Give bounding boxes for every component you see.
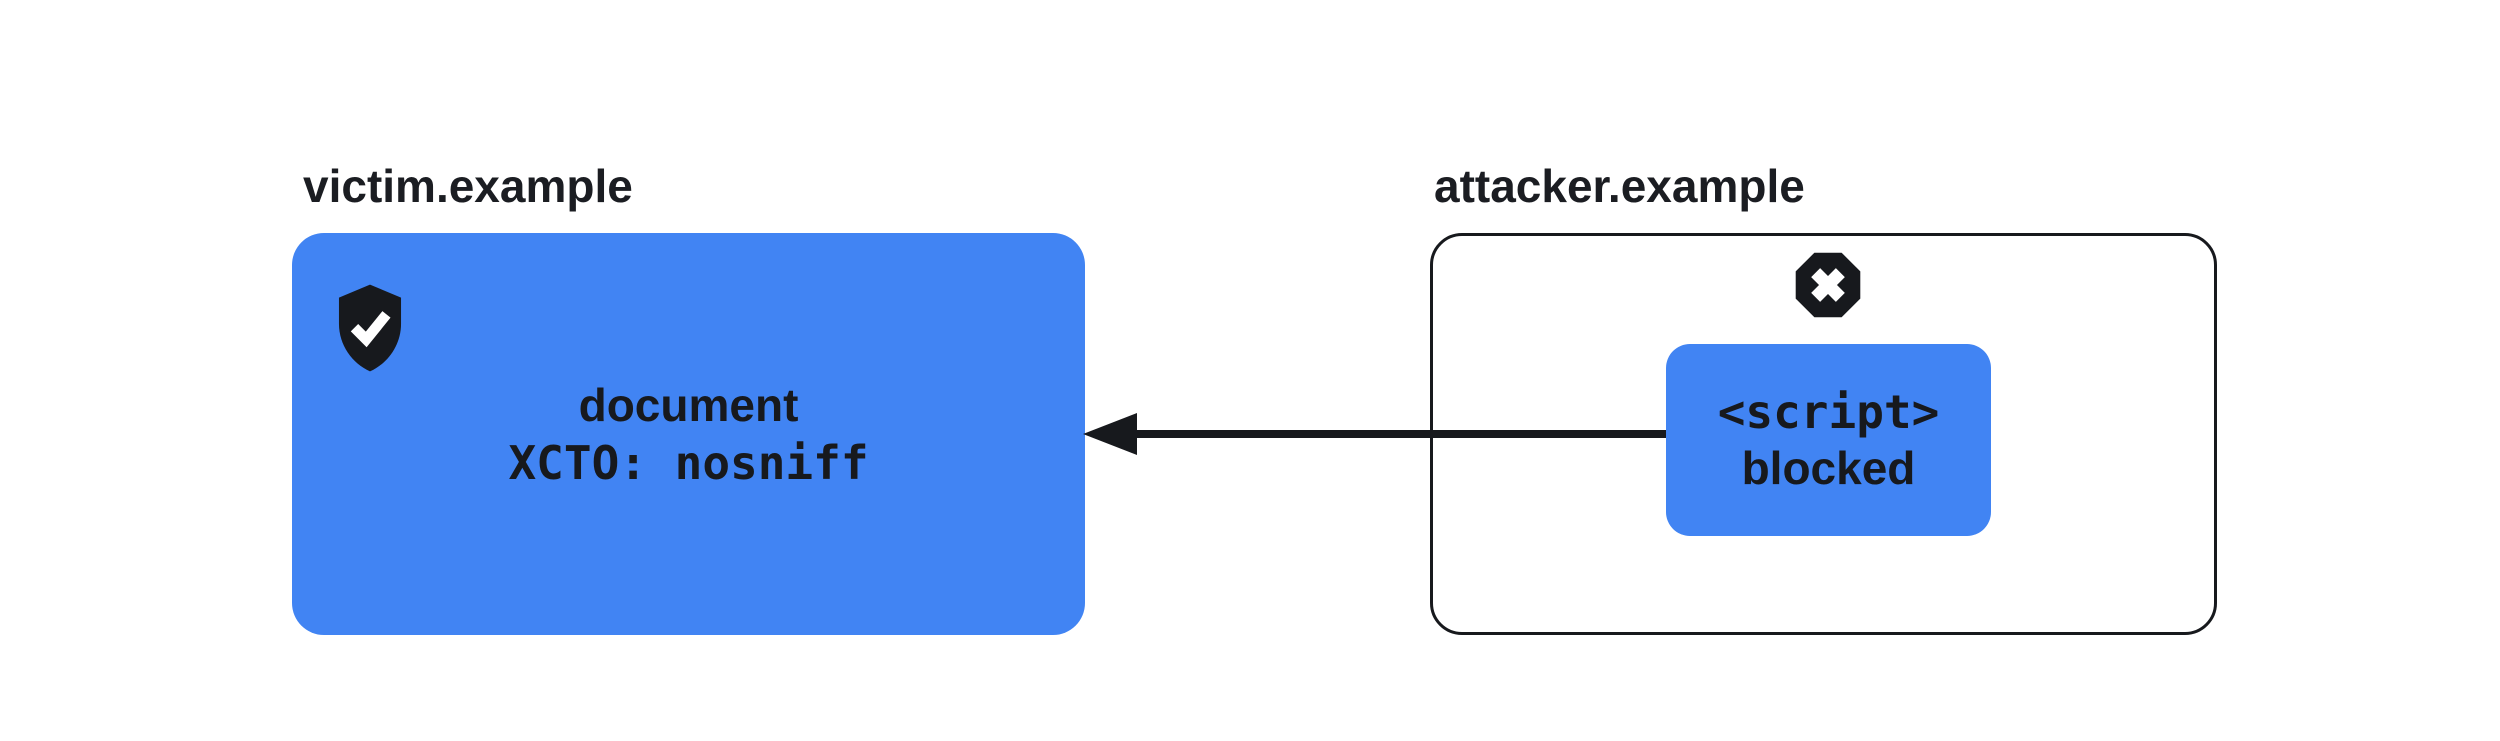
victim-box-line-document: document: [578, 379, 799, 431]
script-box-line-blocked: blocked: [1741, 442, 1916, 494]
victim-document-box: document XCTO: nosniff: [292, 233, 1085, 635]
blocked-script-box: <script> blocked: [1666, 344, 1991, 536]
victim-box-line-xcto-nosniff: XCTO: nosniff: [508, 436, 869, 490]
octagon-x-icon: [1790, 247, 1866, 323]
blocked-request-arrow: [1083, 413, 1666, 455]
shield-check-icon: [332, 281, 408, 375]
victim-origin-label: victim.example: [303, 160, 633, 212]
script-box-line-script-tag: <script>: [1717, 385, 1940, 439]
attacker-origin-label: attacker.example: [1434, 160, 1805, 212]
